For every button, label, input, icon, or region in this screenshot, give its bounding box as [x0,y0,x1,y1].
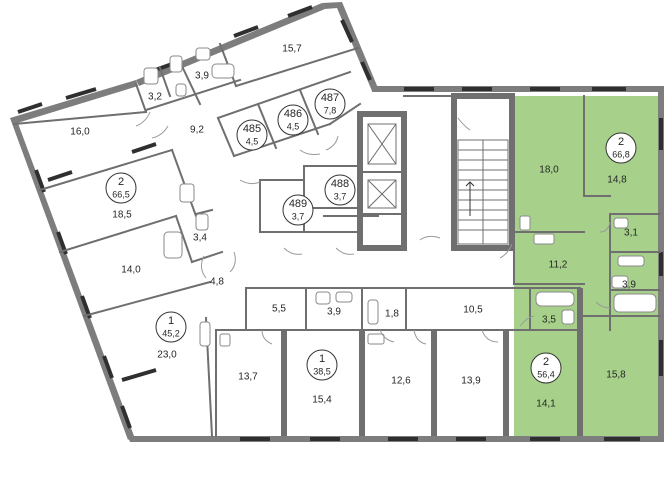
unit-rooms: 489 [289,198,307,210]
room-area-label: 14,8 [607,175,627,186]
room-area-label: 3,5 [542,315,556,326]
room-area-label: 18,5 [112,210,132,221]
unit-area: 7,8 [324,105,337,115]
room-area-label: 16,0 [70,127,90,138]
unit-badge[interactable]: 485 4,5 [236,119,268,151]
unit-rooms: 1 [168,315,174,327]
room-area-label: 10,5 [463,305,483,316]
room-area-label: 3,4 [193,233,207,244]
highlighted-apartment[interactable] [514,96,660,438]
unit-area: 4,5 [287,121,300,131]
unit-badge[interactable]: 2 66,5 [105,172,137,204]
doors [135,111,611,345]
unit-badge[interactable]: 487 7,8 [314,88,346,120]
unit-rooms: 486 [284,108,302,120]
unit-badges[interactable]: 2 66,5 1 45,2 1 38,5 2 56,4 2 66,8 485 4… [105,88,637,384]
unit-area: 3,7 [292,211,305,221]
room-area-label: 23,0 [157,350,177,361]
staircase [367,123,509,245]
unit-rooms: 2 [118,176,124,188]
room-area-label: 4,8 [210,277,224,288]
room-area-label: 3,2 [148,92,162,103]
unit-badge[interactable]: 486 4,5 [277,104,309,136]
unit-area: 3,7 [334,191,347,201]
room-area-label: 5,5 [272,304,286,315]
room-area-label: 18,0 [539,165,559,176]
unit-badge[interactable]: 2 56,4 [530,352,562,384]
room-area-label: 3,1 [624,228,638,239]
unit-area: 4,5 [246,136,259,146]
unit-rooms: 487 [321,92,339,104]
bathroom-fixtures [143,47,657,347]
unit-rooms: 1 [319,353,325,365]
room-area-label: 3,9 [195,71,209,82]
room-area-label: 3,9 [327,307,341,318]
unit-badge[interactable]: 1 45,2 [155,311,187,343]
unit-rooms: 2 [543,356,549,368]
room-area-label: 15,8 [606,370,626,381]
unit-rooms: 488 [331,178,349,190]
unit-badge[interactable]: 489 3,7 [282,194,314,226]
unit-rooms: 2 [618,136,624,148]
room-area-label: 12,6 [391,376,411,387]
interior-walls [12,42,661,438]
unit-area: 56,4 [537,369,555,379]
unit-area: 66,5 [112,189,130,199]
room-area-label: 14,1 [536,399,556,410]
room-area-label: 9,2 [190,125,204,136]
unit-badge[interactable]: 1 38,5 [306,349,338,381]
unit-area: 45,2 [162,328,180,338]
room-labels: 15,7 3,2 3,9 16,0 9,2 18,5 3,4 14,0 4,8 … [70,44,638,410]
room-area-label: 11,2 [549,260,568,271]
room-area-label: 14,0 [121,265,141,276]
room-area-label: 13,7 [238,372,258,383]
room-area-label: 1,8 [385,309,399,320]
unit-badge[interactable]: 488 3,7 [324,174,356,206]
unit-rooms: 485 [243,123,261,135]
unit-area: 66,8 [612,149,630,159]
room-area-label: 3,9 [622,280,636,291]
room-area-label: 13,9 [461,376,481,387]
unit-badge[interactable]: 2 66,8 [605,132,637,164]
room-area-label: 15,7 [282,44,302,55]
room-area-label: 15,4 [312,395,332,406]
unit-area: 38,5 [313,366,331,376]
